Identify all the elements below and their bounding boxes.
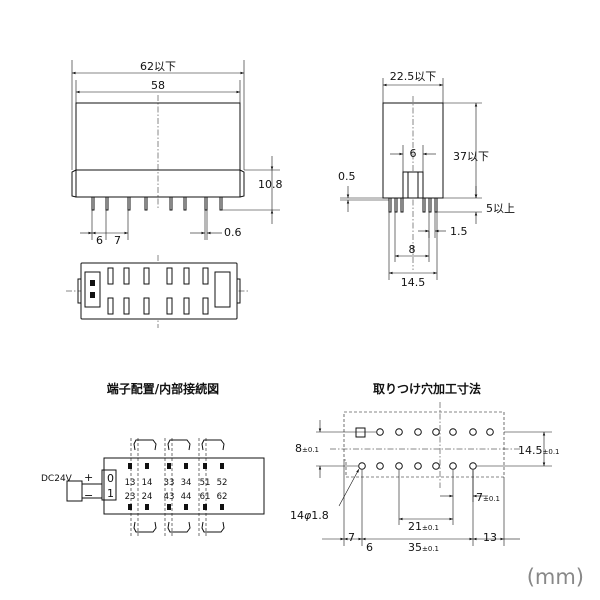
side-pitch: 8 — [409, 243, 416, 256]
bottom-slots — [107, 267, 209, 315]
side-offset: 0.5 — [338, 170, 356, 183]
side-view: 22.5以下 6 37以下 5以上 0.5 1.5 8 — [338, 70, 515, 289]
hole-pitch: 7±0.1 — [476, 491, 500, 504]
terminal-13: 13 — [125, 478, 136, 488]
terminal-23: 23 — [125, 492, 136, 502]
front-width: 58 — [151, 79, 165, 92]
mounting-holes-top — [355, 427, 494, 438]
hole-right-margin: 13 — [483, 531, 497, 544]
side-width-max: 22.5以下 — [390, 70, 437, 83]
front-view: 62以下 58 10.8 6 7 0.6 — [71, 60, 283, 247]
supply-minus: − — [84, 489, 93, 502]
front-pin-height: 10.8 — [258, 178, 283, 191]
hole-left-offset: 6 — [366, 541, 373, 554]
unit-label: (mm) — [527, 565, 584, 589]
terminal-diagram: 端子配置/内部接続図 13 14 33 34 — [41, 381, 265, 536]
front-pins — [91, 196, 223, 211]
terminal-52: 52 — [217, 478, 228, 488]
side-pin-gap: 1.5 — [450, 225, 468, 238]
terminal-14: 14 — [142, 478, 153, 488]
side-span: 14.5 — [401, 276, 426, 289]
input-terminal-0: 0 — [107, 472, 114, 485]
terminal-51: 51 — [200, 478, 211, 488]
hole-count-diameter: 14φ1.8 — [290, 509, 329, 522]
supply-label: DC24V — [41, 474, 73, 484]
terminal-block — [103, 457, 265, 515]
side-height-max: 37以下 — [453, 150, 489, 163]
front-width-max: 62以下 — [140, 60, 176, 73]
terminal-61: 61 — [200, 492, 211, 502]
mounting-holes-bottom — [358, 462, 477, 470]
side-pins — [388, 197, 438, 213]
front-pin-thickness: 0.6 — [224, 226, 242, 239]
terminal-24: 24 — [142, 492, 153, 502]
relay-body-bottom — [80, 262, 238, 320]
hole-span-a: 21±0.1 — [408, 520, 439, 533]
bottom-view — [66, 255, 250, 328]
dc-supply — [66, 480, 83, 502]
front-pitch-a: 6 — [96, 234, 103, 247]
terminal-diagram-title: 端子配置/内部接続図 — [107, 381, 219, 396]
terminal-33: 33 — [164, 478, 175, 488]
side-inner-width: 6 — [410, 147, 417, 160]
terminal-34: 34 — [181, 478, 192, 488]
supply-plus: + — [84, 471, 93, 484]
contact-marks — [128, 463, 224, 510]
front-pitch-b: 7 — [114, 234, 121, 247]
hole-height-b: 14.5±0.1 — [518, 444, 560, 457]
hole-left-margin: 7 — [348, 531, 355, 544]
terminal-62: 62 — [217, 492, 228, 502]
mounting-holes-title: 取りつけ穴加工寸法 — [373, 381, 481, 396]
hole-height-a: 8±0.1 — [295, 442, 319, 455]
side-pin-length: 5以上 — [486, 202, 515, 215]
terminal-43: 43 — [164, 492, 175, 502]
mounting-holes: 取りつけ穴加工寸法 8±0.1 — [290, 381, 560, 554]
mounting-outline — [343, 411, 505, 478]
terminal-44: 44 — [181, 492, 192, 502]
hole-span-b: 35±0.1 — [408, 541, 439, 554]
input-terminal-1: 1 — [107, 487, 114, 500]
